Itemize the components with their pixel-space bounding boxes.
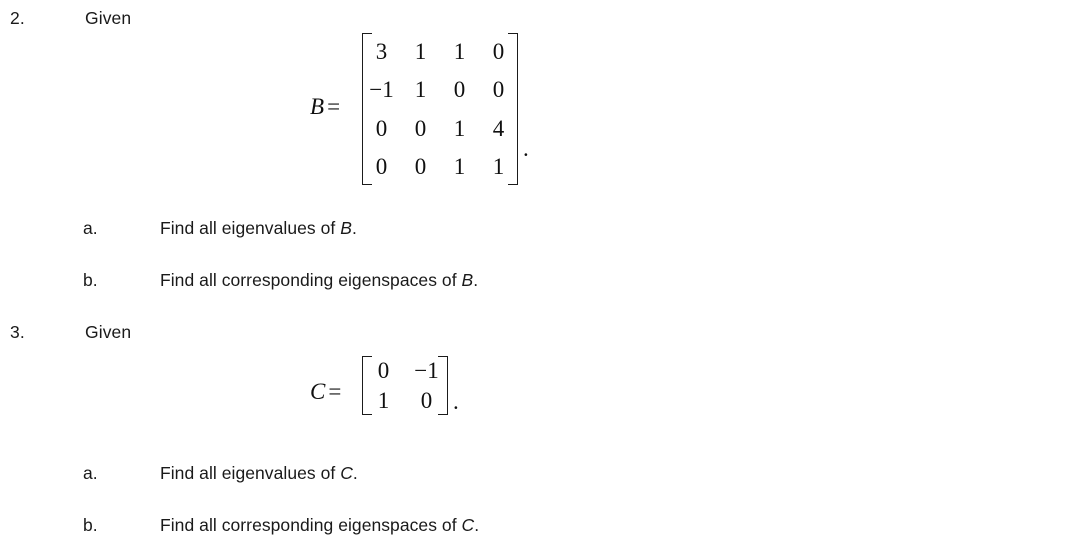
subitem-text-after: . [473, 270, 479, 290]
problem-number-2: 2. [10, 8, 25, 28]
matrix-cell: 1 [453, 153, 466, 179]
problem-stem-3: Given [85, 322, 132, 342]
matrix-cell: 0 [453, 77, 466, 103]
subitem-letter: b. [83, 270, 98, 290]
subitem-text-before: Find all corresponding eigenspaces of [160, 270, 462, 290]
matrix-row: 0 0 1 4 [362, 110, 518, 148]
subitem-variable: B [340, 218, 352, 238]
matrix-row: 3 1 1 0 [362, 33, 518, 71]
subitem-variable: C [340, 463, 353, 483]
subitem-3a: a. Find all eigenvalues of C. [0, 461, 1085, 485]
matrix-cell: −1 [369, 77, 394, 103]
matrix-b-period: . [523, 136, 529, 161]
matrix-cell: 4 [492, 115, 505, 141]
subitem-text: Find all eigenvalues of C. [160, 461, 358, 485]
subitem-text: Find all corresponding eigenspaces of B. [160, 268, 478, 292]
matrix-c-grid: 0 −1 1 0 [362, 356, 448, 416]
matrix-cell: −1 [414, 358, 439, 383]
matrix-c-equals: = [328, 379, 342, 404]
matrix-row: 0 0 1 1 [362, 148, 518, 186]
matrix-cell: 1 [414, 39, 427, 65]
matrix-c-label: C= [310, 380, 341, 403]
matrix-cell: 0 [375, 115, 388, 141]
subitem-letter: b. [83, 515, 98, 535]
subitem-text-after: . [351, 218, 357, 238]
problem-number-3: 3. [10, 322, 25, 342]
subitem-text: Find all eigenvalues of B. [160, 216, 357, 240]
subitem-3b: b. Find all corresponding eigenspaces of… [0, 513, 1085, 537]
problem-heading-2: 2. Given [0, 6, 1085, 30]
subitem-variable: B [461, 270, 474, 290]
matrix-b-grid: 3 1 1 0 −1 1 0 0 0 0 1 4 0 [362, 33, 518, 186]
matrix-cell: 1 [453, 115, 466, 141]
matrix-c-left-bracket [362, 356, 372, 415]
matrix-cell: 1 [453, 39, 466, 65]
subitem-text-before: Find all corresponding eigenspaces of [160, 515, 462, 535]
matrix-cell: 0 [492, 39, 505, 65]
subitem-variable: C [461, 515, 475, 535]
subitem-text-before: Find all eigenvalues of [160, 218, 341, 238]
subitem-2a: a. Find all eigenvalues of B. [0, 216, 1085, 240]
matrix-row: −1 1 0 0 [362, 71, 518, 109]
matrix-cell: 1 [492, 153, 505, 179]
matrix-cell: 1 [414, 77, 427, 103]
matrix-c: 0 −1 1 0 [362, 356, 448, 416]
matrix-cell: 0 [414, 153, 427, 179]
matrix-c-name: C [310, 379, 326, 404]
subitem-text-after: . [352, 463, 358, 483]
matrix-cell: 0 [414, 115, 427, 141]
matrix-b: 3 1 1 0 −1 1 0 0 0 0 1 4 0 [362, 33, 518, 186]
subitem-2b: b. Find all corresponding eigenspaces of… [0, 268, 1085, 292]
matrix-row: 1 0 [362, 386, 448, 416]
matrix-b-equals: = [327, 94, 341, 119]
matrix-b-label: B= [310, 95, 340, 118]
matrix-cell: 3 [375, 39, 388, 65]
subitem-letter: a. [83, 463, 98, 483]
subitem-text-before: Find all eigenvalues of [160, 463, 341, 483]
matrix-b-right-bracket [508, 33, 518, 185]
subitem-letter: a. [83, 218, 98, 238]
matrix-cell: 0 [492, 77, 505, 103]
matrix-cell: 0 [420, 388, 433, 413]
matrix-row: 0 −1 [362, 356, 448, 386]
matrix-b-name: B [310, 94, 325, 119]
matrix-cell: 1 [377, 388, 390, 413]
matrix-cell: 0 [377, 358, 390, 383]
problem-heading-3: 3. Given [0, 320, 1085, 344]
subitem-text: Find all corresponding eigenspaces of C. [160, 513, 479, 537]
problem-stem-2: Given [85, 8, 132, 28]
matrix-cell: 0 [375, 153, 388, 179]
matrix-c-period: . [453, 389, 459, 414]
matrix-b-left-bracket [362, 33, 372, 185]
subitem-text-after: . [474, 515, 480, 535]
matrix-c-right-bracket [438, 356, 448, 415]
